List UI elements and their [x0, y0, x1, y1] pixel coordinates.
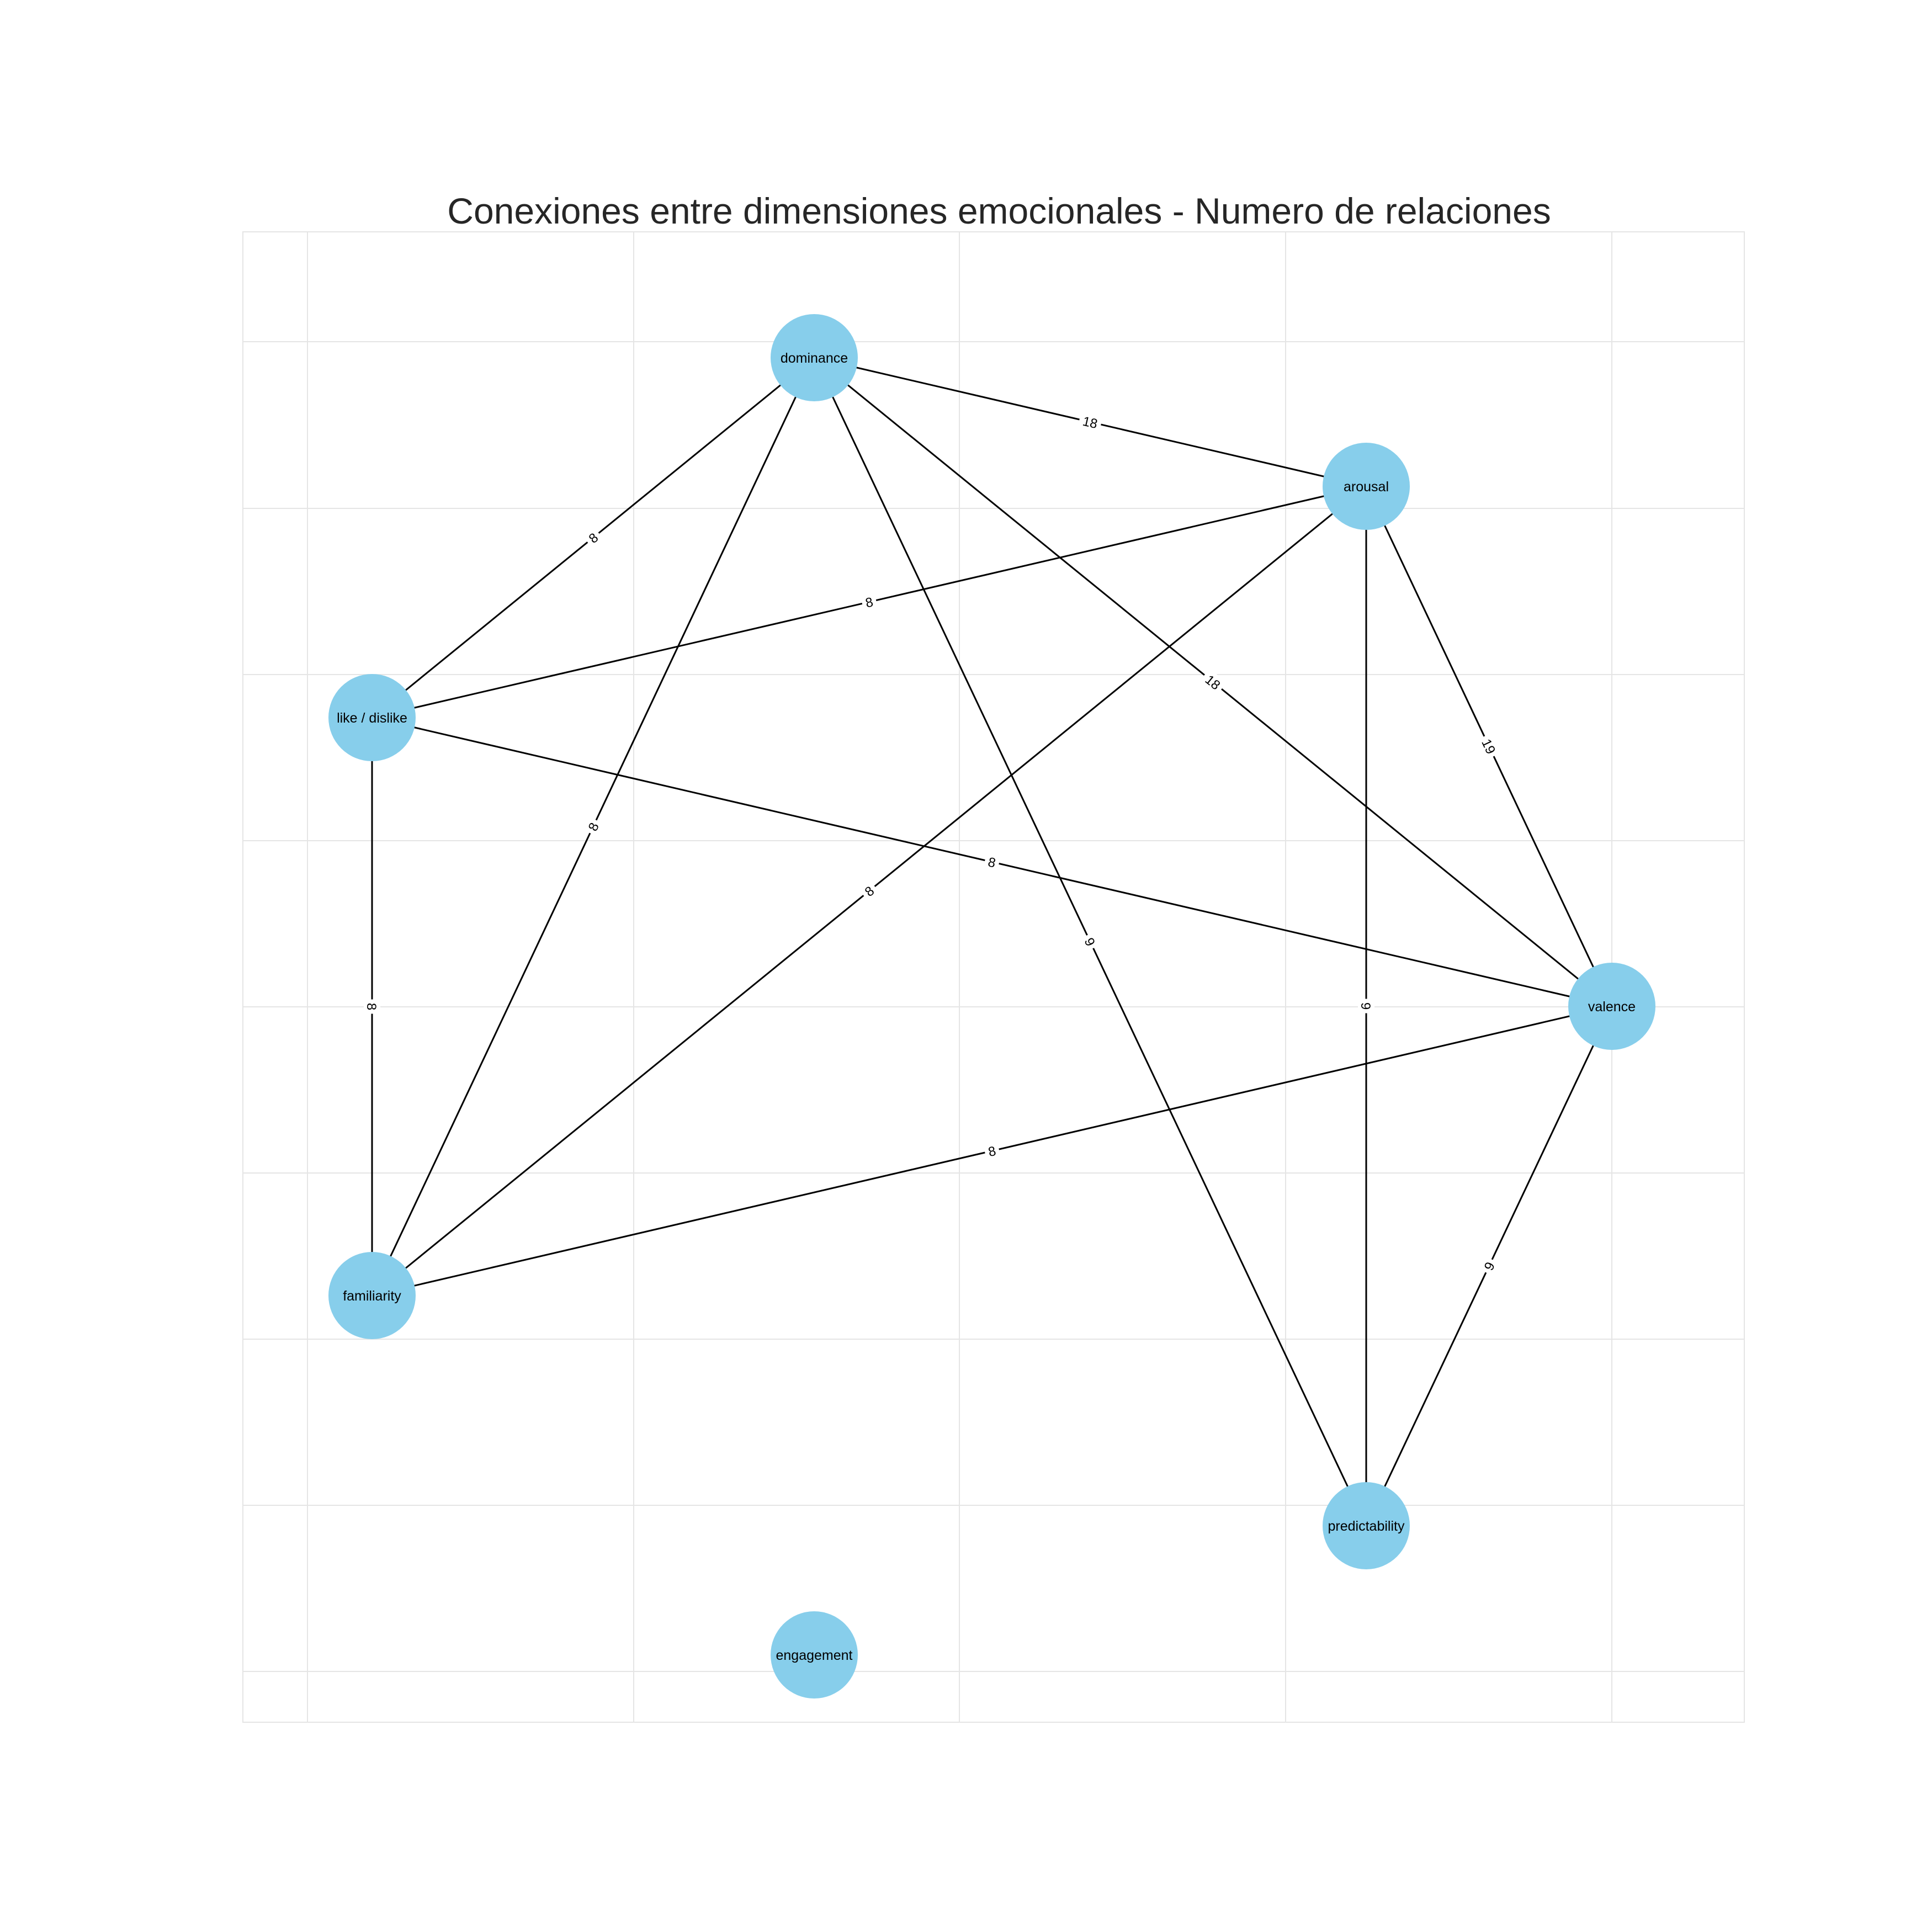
edge-label-background	[983, 852, 1001, 872]
node-circle	[328, 674, 416, 761]
edge-label: 9	[1079, 931, 1101, 952]
edge-label-background	[860, 592, 878, 612]
edge-label: 8	[983, 1141, 1001, 1161]
node-like_dislike: like / dislike	[328, 674, 416, 761]
edge-label-background	[1358, 999, 1374, 1013]
node-familiarity: familiarity	[328, 1252, 416, 1339]
node-label: valence	[1588, 999, 1636, 1015]
node-layer: dominance arousal like / dislike valence fam…	[328, 314, 1655, 1699]
node-label: engagement	[776, 1648, 852, 1663]
edge-label: 9	[1358, 999, 1374, 1013]
edge-weight-label: 8	[987, 1144, 997, 1160]
edge-weight-label: 9	[1358, 1002, 1373, 1010]
node-valence: valence	[1568, 963, 1655, 1050]
edge-label-background	[1477, 733, 1501, 760]
edge-label-background	[364, 999, 380, 1014]
grid-lines	[243, 232, 1744, 1722]
edge-label: 8	[582, 816, 604, 837]
diagram-title: Conexiones entre dimensiones emocionales…	[447, 190, 1551, 231]
edge-label: 18	[1078, 411, 1103, 433]
edge-label-background	[582, 527, 604, 549]
edge-label-background	[858, 880, 880, 902]
edge-label-background	[983, 1141, 1001, 1161]
edge-weight-label: 8	[986, 854, 997, 871]
edge-label: 9	[1478, 1256, 1500, 1276]
node-circle	[1568, 963, 1655, 1050]
edge-weight-label: 8	[864, 595, 874, 611]
edge-label-background	[1078, 411, 1103, 433]
node-label: like / dislike	[337, 710, 407, 726]
node-label: familiarity	[343, 1288, 401, 1304]
edge-label-background	[582, 816, 604, 837]
edge-weight-label: 8	[364, 1003, 379, 1010]
node-circle	[1323, 443, 1410, 530]
node-circle	[1323, 1482, 1410, 1569]
edge-label: 8	[860, 592, 878, 612]
node-arousal: arousal	[1323, 443, 1410, 530]
node-label: predictability	[1328, 1519, 1405, 1534]
edge-label: 8	[983, 852, 1001, 872]
node-dominance: dominance	[771, 314, 858, 401]
node-circle	[328, 1252, 416, 1339]
edge-label: 18	[1199, 668, 1227, 696]
node-label: arousal	[1344, 479, 1389, 495]
node-label: dominance	[781, 351, 848, 366]
edge-label: 8	[364, 999, 380, 1014]
node-predictability: predictability	[1323, 1482, 1410, 1569]
edge-label-background	[1199, 668, 1227, 696]
edge-label-background	[1079, 931, 1101, 952]
node-circle	[771, 314, 858, 401]
node-engagement: engagement	[771, 1611, 858, 1699]
edge-label-background	[1478, 1256, 1500, 1276]
plot-frame	[242, 231, 1745, 1723]
edge-weight-label: 18	[1081, 414, 1099, 432]
node-circle	[771, 1611, 858, 1699]
